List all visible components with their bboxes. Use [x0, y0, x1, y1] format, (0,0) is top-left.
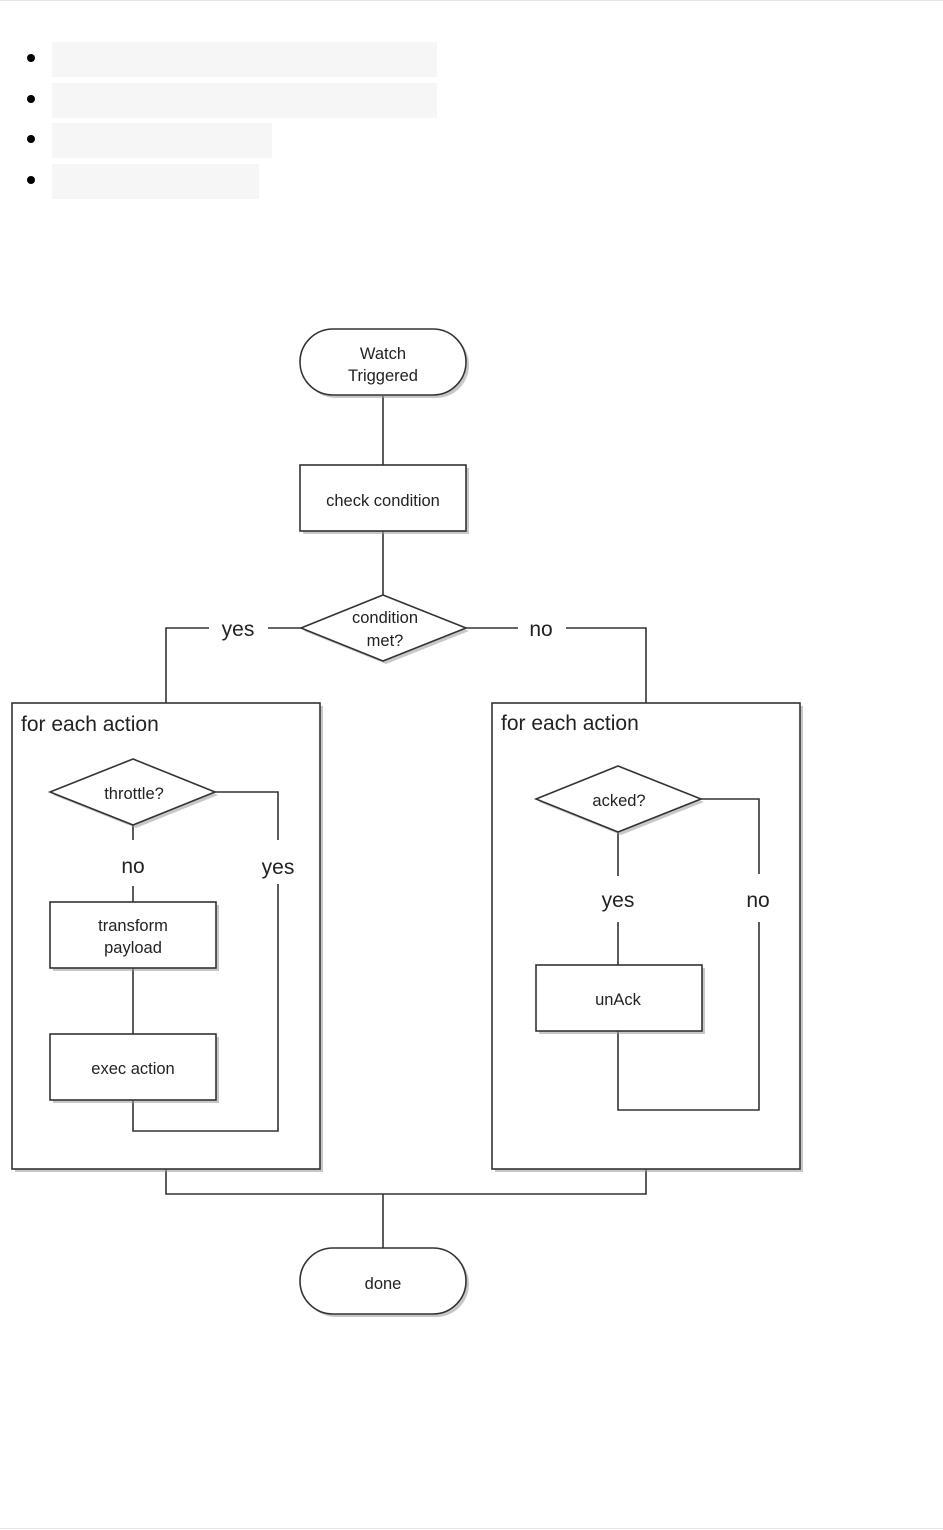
connector-yes-left — [165, 627, 209, 703]
bullet-text — [52, 82, 437, 118]
left-action-loop: for each action throttle? no yes transfo… — [11, 702, 323, 1172]
branch-yes-label: yes — [222, 618, 255, 641]
throttle-yes-line-top — [215, 791, 279, 840]
acked-no-line-bottom — [617, 922, 760, 1111]
transform-label-line1: transform — [98, 917, 168, 935]
branch-no-label: no — [529, 618, 552, 641]
unack-label: unAck — [595, 991, 642, 1009]
right-loop-title: for each action — [501, 712, 639, 735]
transform-payload-node: transform payload — [49, 901, 219, 971]
acked-no-label: no — [746, 889, 769, 912]
start-label-line1: Watch — [360, 345, 406, 363]
bullet-text — [52, 123, 272, 158]
exec-action-node: exec action — [49, 1033, 219, 1103]
bullet-dot-icon — [27, 175, 35, 184]
throttle-yes-line-bottom — [132, 884, 279, 1132]
acked-yes-label: yes — [602, 889, 635, 912]
bullet-dot-icon — [27, 135, 35, 143]
watch-execution-flowchart: Watch Triggered check condition conditio… — [11, 328, 803, 1317]
unack-node: unAck — [535, 964, 705, 1034]
bullet-text — [52, 163, 259, 199]
acked-decision: acked? — [533, 765, 704, 835]
start-node: Watch Triggered — [299, 328, 469, 398]
left-loop-title: for each action — [21, 713, 159, 736]
condition-met-label-line1: condition — [352, 609, 418, 627]
done-label: done — [365, 1275, 402, 1293]
throttle-no-label: no — [121, 855, 144, 878]
start-label-line2: Triggered — [348, 367, 418, 385]
done-node: done — [299, 1247, 469, 1317]
right-action-loop: for each action acked? yes no unAck — [491, 702, 803, 1172]
bullet-text — [52, 42, 437, 77]
transform-label-line2: payload — [104, 939, 162, 957]
check-condition-node: check condition — [299, 464, 469, 534]
throttle-label: throttle? — [104, 785, 164, 803]
throttle-yes-label: yes — [262, 856, 295, 879]
bullet-dot-icon — [27, 54, 35, 62]
acked-no-line-top — [701, 798, 760, 874]
bottom-divider — [0, 1528, 943, 1529]
throttle-decision: throttle? — [47, 758, 218, 828]
connector-no-right — [566, 627, 647, 703]
condition-met-decision: condition met? — [298, 594, 469, 664]
exec-action-label: exec action — [91, 1060, 174, 1078]
condition-met-label-line2: met? — [367, 632, 404, 650]
check-condition-label: check condition — [326, 492, 440, 510]
bullet-dot-icon — [27, 94, 35, 103]
acked-label: acked? — [592, 792, 645, 810]
top-divider — [0, 0, 943, 1]
